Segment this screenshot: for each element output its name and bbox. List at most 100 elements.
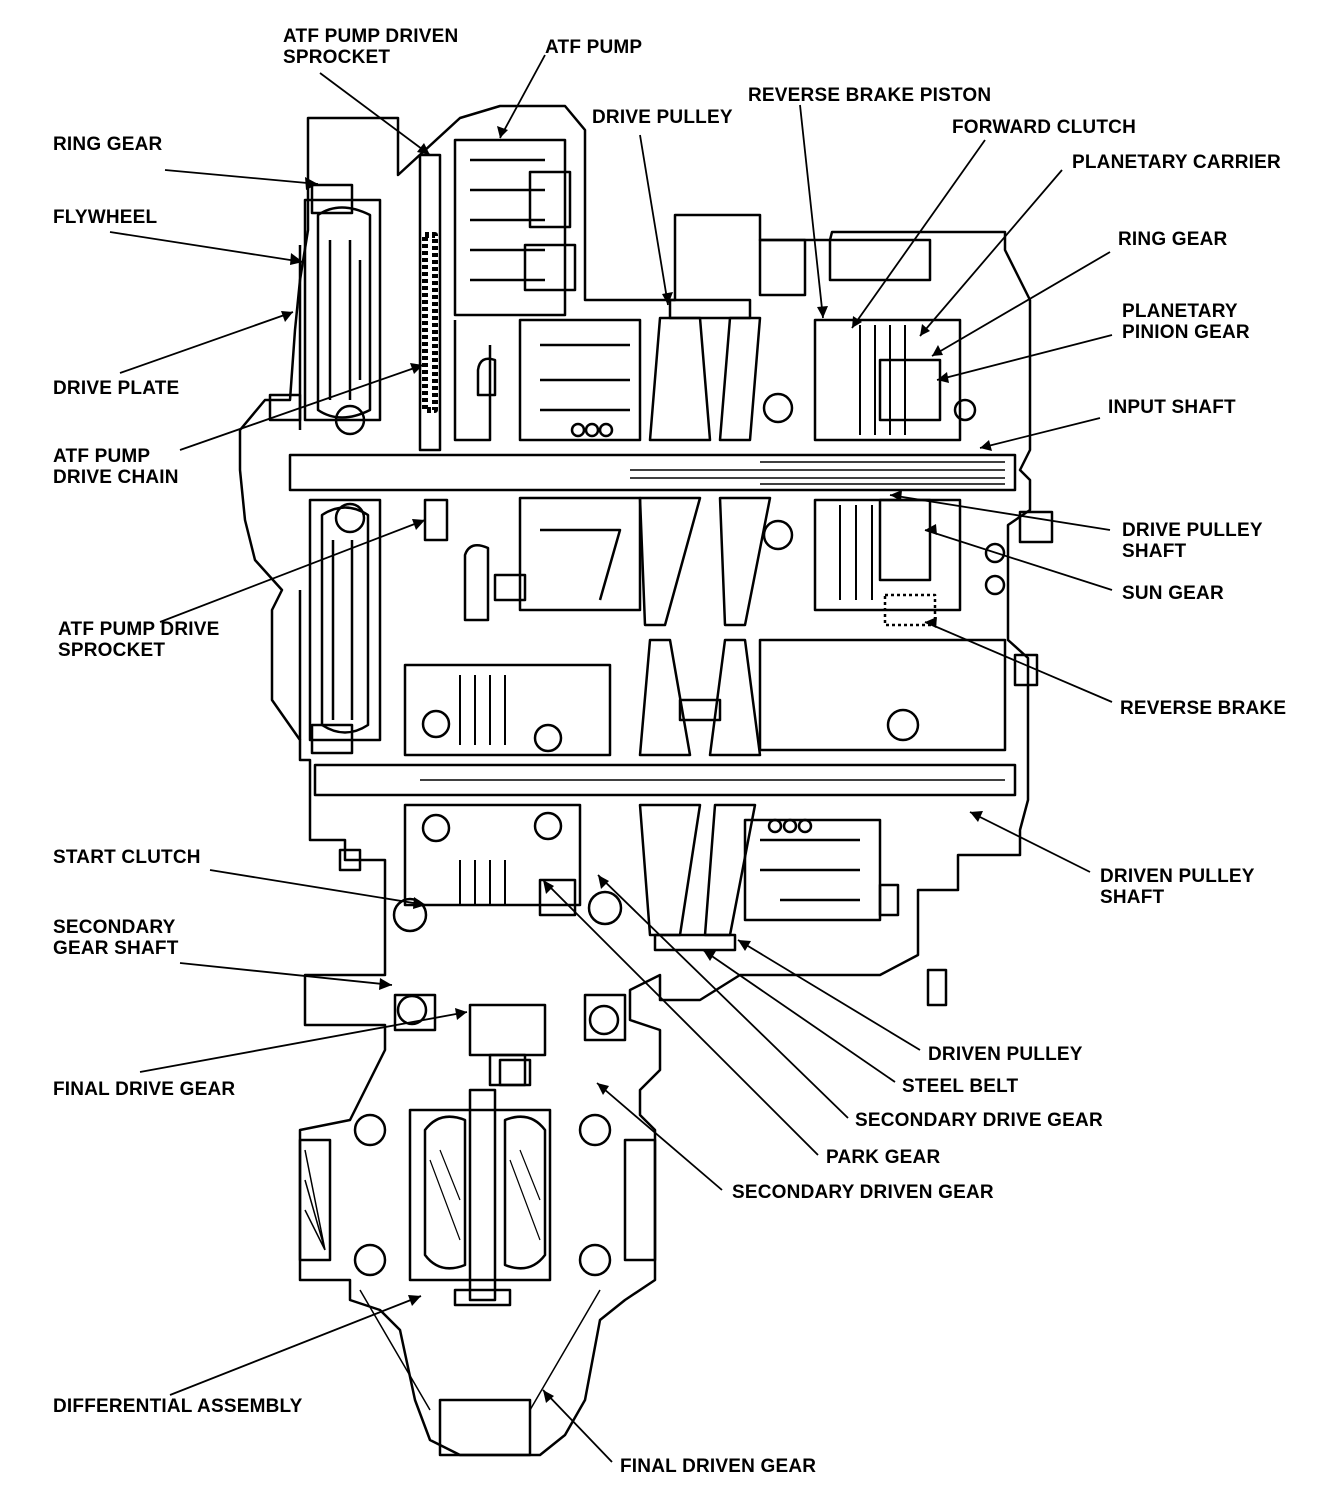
leader-start-clutch xyxy=(209,869,427,906)
start-clutch xyxy=(392,663,623,933)
label-line: ATF PUMP DRIVE xyxy=(58,619,220,640)
label-differential-assembly: DIFFERENTIAL ASSEMBLY xyxy=(53,1396,302,1417)
flywheel-assembly xyxy=(298,183,382,755)
label-line: ATF PUMP xyxy=(545,37,643,58)
leader-input-shaft xyxy=(979,417,1101,449)
label-line: REVERSE BRAKE xyxy=(1120,698,1287,719)
label-line: SECONDARY DRIVEN GEAR xyxy=(732,1182,994,1203)
drive-pulley-shaft xyxy=(288,453,1017,492)
label-drive-plate: DRIVE PLATE xyxy=(53,378,179,399)
label-line: INPUT SHAFT xyxy=(1108,397,1236,418)
label-line: RING GEAR xyxy=(1118,229,1228,250)
leader-reverse-brake-piston xyxy=(799,104,824,319)
label-planetary-carrier: PLANETARY CARRIER xyxy=(1072,152,1281,173)
leader-drive-pulley xyxy=(639,134,669,306)
leader-steel-belt xyxy=(702,949,896,1083)
label-forward-clutch: FORWARD CLUTCH xyxy=(952,117,1136,138)
label-planetary-pinion-gear: PLANETARY PINION GEAR xyxy=(1122,301,1250,343)
label-line: FINAL DRIVEN GEAR xyxy=(620,1456,817,1477)
leader-ring-gear-left xyxy=(164,169,319,185)
label-reverse-brake: REVERSE BRAKE xyxy=(1120,698,1286,719)
label-line: SPROCKET xyxy=(283,47,391,68)
label-line: FLYWHEEL xyxy=(53,207,158,228)
leader-secondary-driven-gear xyxy=(596,1082,723,1191)
label-line: DRIVE CHAIN xyxy=(53,467,179,488)
label-driven-pulley-shaft: DRIVEN PULLEY SHAFT xyxy=(1100,866,1255,908)
label-line: DRIVEN PULLEY xyxy=(1100,866,1255,887)
housing-outline xyxy=(238,104,1032,1457)
leader-driven-pulley xyxy=(737,939,921,1051)
leader-forward-clutch xyxy=(851,139,986,329)
label-line: PARK GEAR xyxy=(826,1147,941,1168)
label-driven-pulley: DRIVEN PULLEY xyxy=(928,1044,1083,1065)
label-line: SPROCKET xyxy=(58,640,166,661)
label-final-driven-gear: FINAL DRIVEN GEAR xyxy=(620,1456,816,1477)
label-line: DRIVE PULLEY xyxy=(592,107,733,128)
leader-planetary-carrier xyxy=(919,169,1063,337)
driven-pulley-shaft xyxy=(313,763,1017,797)
label-line: PLANETARY CARRIER xyxy=(1072,152,1281,173)
label-line: DRIVEN PULLEY xyxy=(928,1044,1083,1065)
leader-final-drive-gear xyxy=(139,1011,468,1073)
drive-pulley xyxy=(518,298,772,627)
leader-atf-pump xyxy=(499,54,546,139)
label-line: SECONDARY xyxy=(53,917,176,938)
leader-atf-pump-driven-sprocket xyxy=(319,72,431,156)
label-line: STEEL BELT xyxy=(902,1076,1019,1097)
label-steel-belt: STEEL BELT xyxy=(902,1076,1018,1097)
leader-differential-assembly xyxy=(169,1295,422,1396)
label-drive-pulley-shaft: DRIVE PULLEY SHAFT xyxy=(1122,520,1263,562)
label-line: DRIVE PULLEY xyxy=(1122,520,1263,541)
label-sun-gear: SUN GEAR xyxy=(1122,583,1224,604)
label-atf-pump-drive-sprocket: ATF PUMP DRIVE SPROCKET xyxy=(58,619,220,661)
label-line: ATF PUMP xyxy=(53,446,151,467)
leader-final-driven-gear xyxy=(542,1389,613,1463)
bolts xyxy=(268,393,948,1087)
label-start-clutch: START CLUTCH xyxy=(53,847,201,868)
leader-driven-pulley-shaft xyxy=(969,811,1091,873)
leader-flywheel xyxy=(109,231,304,263)
label-line: START CLUTCH xyxy=(53,847,201,868)
label-park-gear: PARK GEAR xyxy=(826,1147,940,1168)
label-line: DRIVE PLATE xyxy=(53,378,180,399)
leader-planetary-pinion-gear xyxy=(936,334,1113,381)
label-reverse-brake-piston: REVERSE BRAKE PISTON xyxy=(748,85,991,106)
leader-drive-plate xyxy=(119,311,294,374)
label-secondary-driven-gear: SECONDARY DRIVEN GEAR xyxy=(732,1182,994,1203)
label-line: RING GEAR xyxy=(53,134,163,155)
label-line: REVERSE BRAKE PISTON xyxy=(748,85,992,106)
label-line: DIFFERENTIAL ASSEMBLY xyxy=(53,1396,303,1417)
label-ring-gear-left: RING GEAR xyxy=(53,134,162,155)
differential xyxy=(298,1088,657,1457)
label-line: FORWARD CLUTCH xyxy=(952,117,1136,138)
leader-secondary-gear-shaft xyxy=(179,962,393,986)
planetary-set xyxy=(758,238,1054,752)
label-drive-pulley: DRIVE PULLEY xyxy=(592,107,733,128)
label-line: PINION GEAR xyxy=(1122,322,1250,343)
leader-lines xyxy=(109,54,1113,1463)
leader-ring-gear-right xyxy=(931,251,1111,357)
leader-sun-gear xyxy=(924,529,1113,591)
label-line: SHAFT xyxy=(1122,541,1187,562)
leader-secondary-drive-gear xyxy=(597,874,849,1119)
label-input-shaft: INPUT SHAFT xyxy=(1108,397,1236,418)
label-ring-gear-right: RING GEAR xyxy=(1118,229,1227,250)
leader-park-gear xyxy=(542,879,819,1156)
label-line: SHAFT xyxy=(1100,887,1165,908)
label-secondary-drive-gear: SECONDARY DRIVE GEAR xyxy=(855,1110,1103,1131)
label-line: SECONDARY DRIVE GEAR xyxy=(855,1110,1103,1131)
arrowheads xyxy=(281,126,992,1403)
leader-drive-pulley-shaft xyxy=(889,494,1111,531)
label-line: ATF PUMP DRIVEN xyxy=(283,26,459,47)
leader-atf-pump-drive-sprocket xyxy=(159,519,426,623)
label-line: SUN GEAR xyxy=(1122,583,1224,604)
label-final-drive-gear: FINAL DRIVE GEAR xyxy=(53,1079,235,1100)
label-atf-pump: ATF PUMP xyxy=(545,37,642,58)
label-line: FINAL DRIVE GEAR xyxy=(53,1079,236,1100)
label-flywheel: FLYWHEEL xyxy=(53,207,157,228)
leader-reverse-brake xyxy=(924,621,1113,703)
secondary-gear-shaft xyxy=(393,993,627,1087)
leader-atf-pump-drive-chain xyxy=(179,364,424,451)
